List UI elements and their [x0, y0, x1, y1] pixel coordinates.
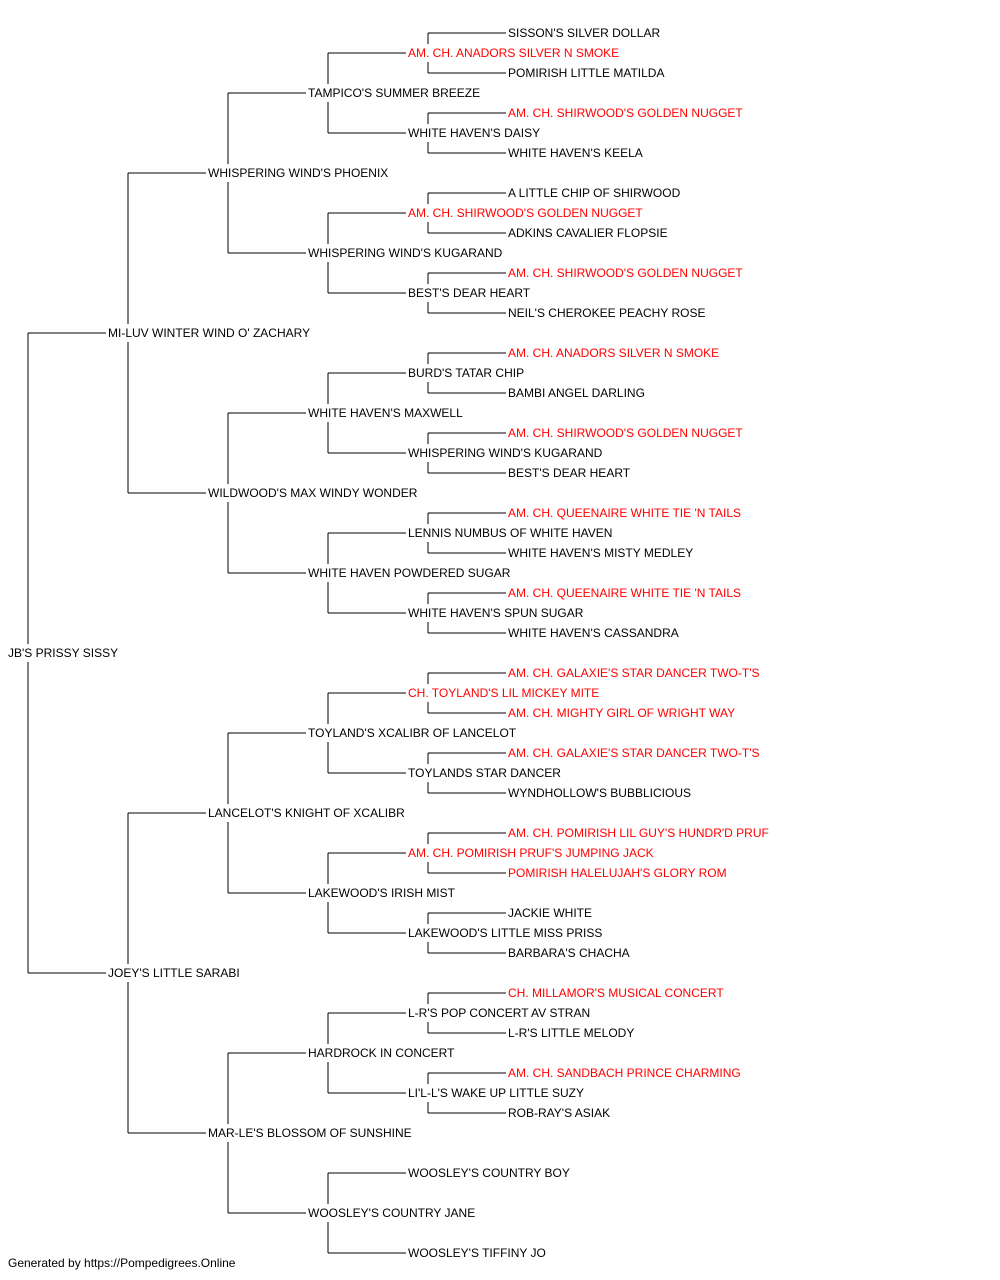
dog-name-gen4-11: AM. CH. SHIRWOOD'S GOLDEN NUGGET	[408, 206, 643, 220]
dog-name-gen3-34: TOYLAND'S XCALIBR OF LANCELOT	[308, 726, 517, 740]
dog-name-gen4-26: LENNIS NUMBUS OF WHITE HAVEN	[408, 526, 612, 540]
dog-name-gen5-46: JACKIE WHITE	[508, 906, 592, 920]
dog-name-gen3-3: TAMPICO'S SUMMER BREEZE	[308, 86, 480, 100]
dog-name-gen5-21: BAMBI ANGEL DARLING	[508, 386, 645, 400]
dog-name-gen3-41: LAKEWOOD'S IRISH MIST	[308, 886, 456, 900]
dog-name-gen5-24: BEST'S DEAR HEART	[508, 466, 631, 480]
dog-name-gen2-33: LANCELOT'S KNIGHT OF XCALIBR	[208, 806, 405, 820]
dog-name-gen4-7: WHITE HAVEN'S DAISY	[408, 126, 540, 140]
dog-name-gen5-43: AM. CH. POMIRISH LIL GUY'S HUNDR'D PRUF	[508, 826, 769, 840]
dog-name-gen5-37: AM. CH. MIGHTY GIRL OF WRIGHT WAY	[508, 706, 735, 720]
dog-name-gen5-36: AM. CH. GALAXIE'S STAR DANCER TWO-T'S	[508, 666, 760, 680]
dog-name-gen3-49: HARDROCK IN CONCERT	[308, 1046, 455, 1060]
dog-name-gen5-27: AM. CH. QUEENAIRE WHITE TIE 'N TAILS	[508, 506, 741, 520]
dog-name-gen3-18: WHITE HAVEN'S MAXWELL	[308, 406, 463, 420]
dog-name-gen1-32: JOEY'S LITTLE SARABI	[108, 966, 240, 980]
dog-name-gen3-25: WHITE HAVEN POWDERED SUGAR	[308, 566, 511, 580]
dog-name-gen3-10: WHISPERING WIND'S KUGARAND	[308, 246, 503, 260]
dog-name-gen5-23: AM. CH. SHIRWOOD'S GOLDEN NUGGET	[508, 426, 743, 440]
dog-name-gen5-12: A LITTLE CHIP OF SHIRWOOD	[508, 186, 681, 200]
dog-name-gen4-38: TOYLANDS STAR DANCER	[408, 766, 561, 780]
dog-name-gen5-55: ROB-RAY'S ASIAK	[508, 1106, 610, 1120]
dog-name-gen4-42: AM. CH. POMIRISH PRUF'S JUMPING JACK	[408, 846, 654, 860]
dog-name-gen4-14: BEST'S DEAR HEART	[408, 286, 531, 300]
dog-name-gen2-48: MAR-LE'S BLOSSOM OF SUNSHINE	[208, 1126, 412, 1140]
dog-name-gen5-9: WHITE HAVEN'S KEELA	[508, 146, 643, 160]
dog-name-gen1-1: MI-LUV WINTER WIND O' ZACHARY	[108, 326, 310, 340]
dog-name-subject: JB'S PRISSY SISSY	[8, 646, 118, 660]
dog-name-gen4-53: LI'L-L'S WAKE UP LITTLE SUZY	[408, 1086, 584, 1100]
dog-name-gen4-50: L-R'S POP CONCERT AV STRAN	[408, 1006, 590, 1020]
dog-name-gen5-8: AM. CH. SHIRWOOD'S GOLDEN NUGGET	[508, 106, 743, 120]
dog-name-gen4-4: AM. CH. ANADORS SILVER N SMOKE	[408, 46, 619, 60]
dog-name-gen4-35: CH. TOYLAND'S LIL MICKEY MITE	[408, 686, 599, 700]
dog-name-gen5-31: WHITE HAVEN'S CASSANDRA	[508, 626, 679, 640]
dog-name-gen5-6: POMIRISH LITTLE MATILDA	[508, 66, 664, 80]
dog-name-gen5-44: POMIRISH HALELUJAH'S GLORY ROM	[508, 866, 727, 880]
dog-name-gen4-22: WHISPERING WIND'S KUGARAND	[408, 446, 603, 460]
dog-name-gen5-13: ADKINS CAVALIER FLOPSIE	[508, 226, 668, 240]
dog-name-gen4-57: WOOSLEY'S COUNTRY BOY	[408, 1166, 570, 1180]
dog-name-gen5-30: AM. CH. QUEENAIRE WHITE TIE 'N TAILS	[508, 586, 741, 600]
dog-name-gen4-19: BURD'S TATAR CHIP	[408, 366, 524, 380]
dog-name-gen5-47: BARBARA'S CHACHA	[508, 946, 630, 960]
dog-name-gen5-5: SISSON'S SILVER DOLLAR	[508, 26, 660, 40]
dog-name-gen4-29: WHITE HAVEN'S SPUN SUGAR	[408, 606, 584, 620]
dog-name-gen5-54: AM. CH. SANDBACH PRINCE CHARMING	[508, 1066, 741, 1080]
dog-name-gen5-28: WHITE HAVEN'S MISTY MEDLEY	[508, 546, 693, 560]
dog-name-gen5-16: NEIL'S CHEROKEE PEACHY ROSE	[508, 306, 705, 320]
dog-name-gen5-40: WYNDHOLLOW'S BUBBLICIOUS	[508, 786, 691, 800]
dog-name-gen3-56: WOOSLEY'S COUNTRY JANE	[308, 1206, 475, 1220]
dog-name-gen2-17: WILDWOOD'S MAX WINDY WONDER	[208, 486, 418, 500]
dog-name-gen4-58: WOOSLEY'S TIFFINY JO	[408, 1246, 546, 1260]
dog-name-gen5-51: CH. MILLAMOR'S MUSICAL CONCERT	[508, 986, 724, 1000]
footer-credit: Generated by https://Pompedigrees.Online	[8, 1256, 236, 1270]
dog-name-gen2-2: WHISPERING WIND'S PHOENIX	[208, 166, 388, 180]
dog-name-gen4-45: LAKEWOOD'S LITTLE MISS PRISS	[408, 926, 602, 940]
dog-name-gen5-20: AM. CH. ANADORS SILVER N SMOKE	[508, 346, 719, 360]
dog-name-gen5-52: L-R'S LITTLE MELODY	[508, 1026, 634, 1040]
dog-name-gen5-39: AM. CH. GALAXIE'S STAR DANCER TWO-T'S	[508, 746, 760, 760]
dog-name-gen5-15: AM. CH. SHIRWOOD'S GOLDEN NUGGET	[508, 266, 743, 280]
